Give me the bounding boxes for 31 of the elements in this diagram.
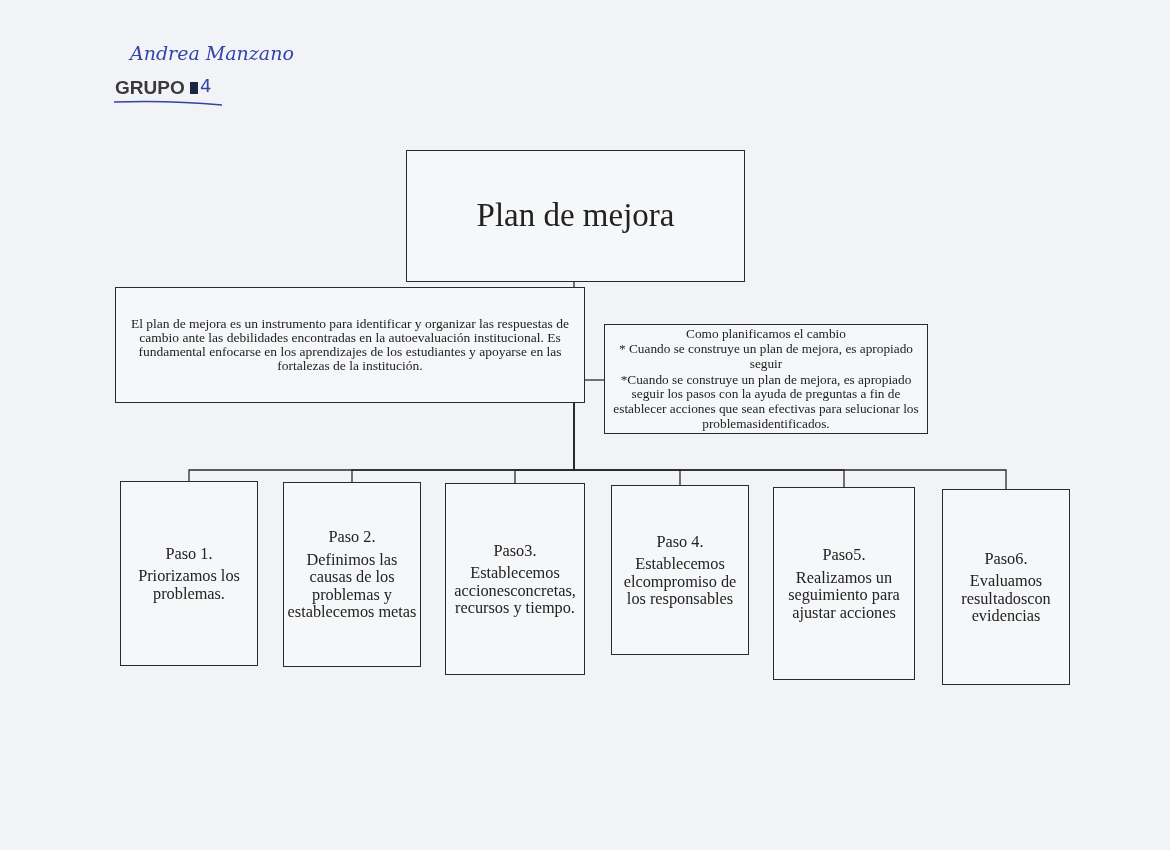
step-text: Definimos las causas de los problemas y establecemos metas [286, 550, 418, 621]
step-box [942, 489, 1070, 685]
step-box [120, 481, 258, 666]
description-text: El plan de mejora es un instrumento para identificar y organizar las respuestas de cambio ante las debilidades encontradas en la autoevaluación institucional. Es fundamental enfocarse en los aprendizajes de los estudiantes y apoyarse en las fortalezas de la institución. [130, 317, 570, 373]
handwritten-name: Andrea Manzano [130, 43, 294, 65]
step-heading: Paso3. [493, 541, 537, 559]
step-text: Establecemos elcompromiso de los responsables [622, 555, 738, 608]
title-box [406, 150, 745, 282]
step-text: Evaluamos resultadoscon evidencias [960, 572, 1052, 625]
info-box [604, 324, 928, 434]
step-heading: Paso6. [984, 549, 1028, 567]
group-label: GRUPO [115, 77, 185, 99]
box-heading: Como planificamos el cambio [686, 326, 846, 342]
step-heading: Paso 1. [165, 544, 213, 563]
group-number: 4 [200, 76, 212, 97]
step-text: Priorizamos los problemas. [137, 567, 241, 603]
bullet-text: *Cuando se construye un plan de mejora, es apropiado seguir los pasos con la ayuda de preguntas a fin de establecer acciones que sean efectivas para selucionar los problemasidentificados. [612, 372, 920, 432]
step-box [445, 483, 585, 675]
step-box [773, 487, 915, 680]
step-heading: Paso 4. [656, 532, 704, 550]
heading-text: Plan de mejora [476, 196, 675, 236]
step-box [283, 482, 421, 667]
description-box [115, 287, 585, 403]
connector-line [584, 379, 605, 381]
bullet-text: * Cuando se construye un plan de mejora, es apropiado seguir [618, 342, 914, 372]
step-heading: Paso5. [822, 546, 866, 564]
step-text: Realizamos un seguimiento para ajustar acciones [787, 568, 901, 621]
step-heading: Paso 2. [328, 528, 376, 546]
step-box [611, 485, 749, 655]
step-text: Establecemos accionesconcretas, recursos y tiempo. [453, 564, 577, 617]
connector-line [573, 281, 575, 288]
